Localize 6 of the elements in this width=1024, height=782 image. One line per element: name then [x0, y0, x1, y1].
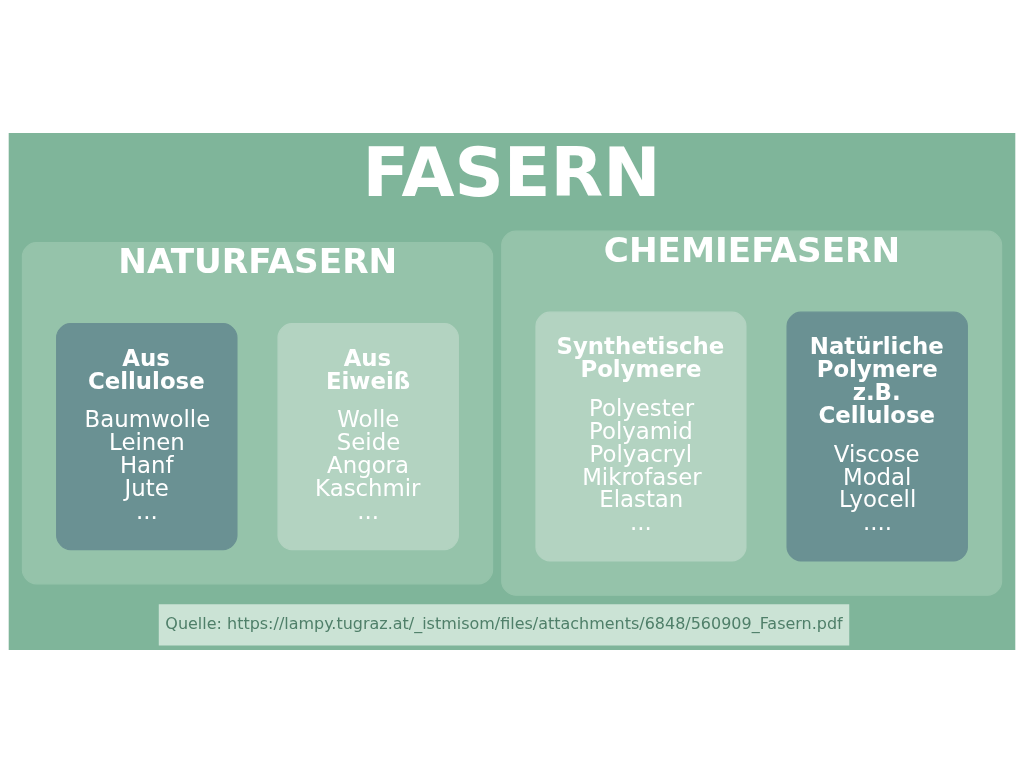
- label: Quelle: https://lampy.tugraz.at/_istmisom/files/attachments/6848/560909_Fasern.pdf: [165, 613, 843, 633]
- node-box: Aus Cellulose Baumwolle Leinen Hanf Jute ...: [56, 322, 238, 550]
- diagram-title: FASERN: [362, 131, 661, 212]
- node-box: Synthetische Polymere Polyester Polyamid Polyacryl Mikrofaser Elastan ...: [535, 311, 747, 562]
- node-box: Natürliche Polymere z.B. Cellulose Viscose Modal Lyocell ....: [786, 311, 968, 562]
- node-box: Aus Eiweiß Wolle Seide Angora Kaschmir ...: [277, 322, 459, 550]
